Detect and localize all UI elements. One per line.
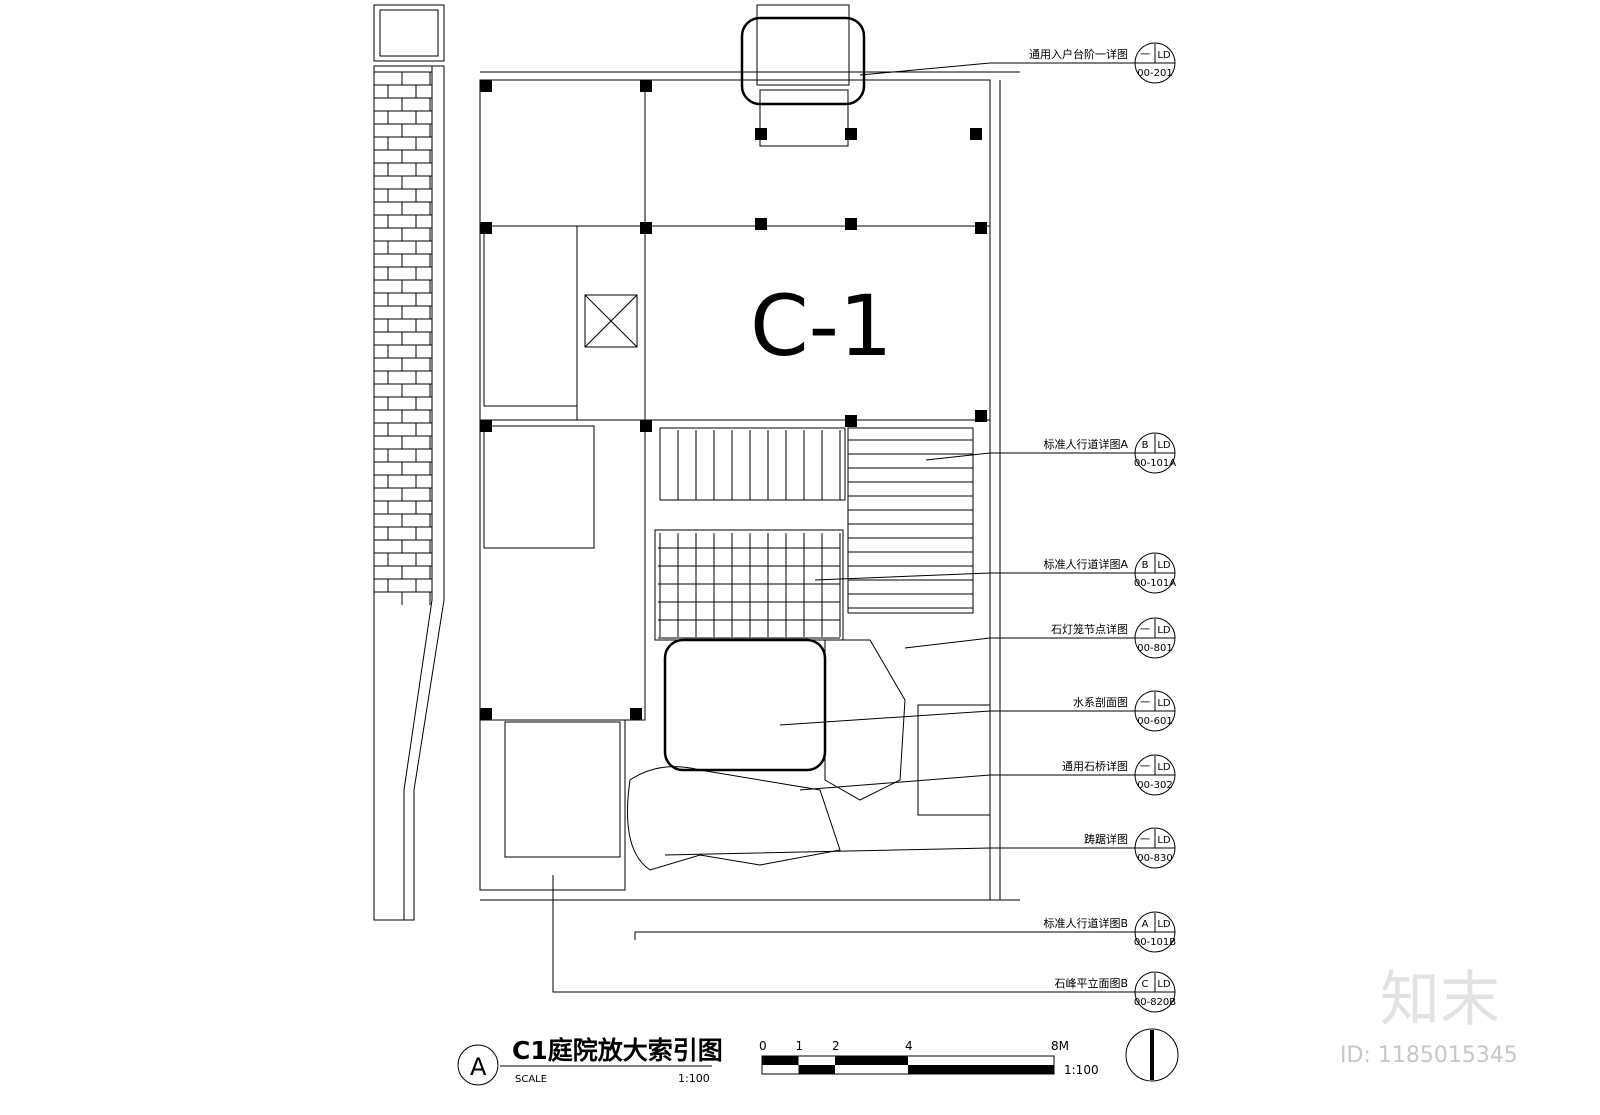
detail-callout: 通用入户台阶一详图 一 LD 00-201 xyxy=(859,42,1176,84)
callout-sheet: LD xyxy=(1157,440,1171,451)
callout-sheet: LD xyxy=(1157,560,1171,571)
callout-sheet: LD xyxy=(1157,50,1171,61)
callout-ref: 00-801 xyxy=(1137,643,1172,654)
scale-segment xyxy=(908,1065,1054,1074)
callout-index: 一 xyxy=(1140,50,1150,61)
scale-tick: 8M xyxy=(1051,1039,1069,1053)
callout-index: B xyxy=(1142,440,1149,451)
callout-ref: 00-101B xyxy=(1134,937,1176,948)
callout-sheet: LD xyxy=(1157,698,1171,709)
scale-bar: 0 1 2 4 8M 1:100 xyxy=(759,1039,1099,1077)
title-marker: A xyxy=(470,1053,487,1081)
scale-segment xyxy=(835,1056,908,1065)
watermark-brand: 知末 xyxy=(1380,965,1500,1035)
callout-sheet: LD xyxy=(1157,625,1171,636)
drawing-title: C1庭院放大索引图 xyxy=(512,1036,723,1065)
watermark-id: ID: 1185015345 xyxy=(1340,1043,1518,1068)
title-block: A C1庭院放大索引图 SCALE 1:100 xyxy=(457,1036,723,1086)
brick-wall xyxy=(373,4,445,921)
callout-index: A xyxy=(1142,919,1149,930)
callout-index: B xyxy=(1142,560,1149,571)
callout-index: 一 xyxy=(1140,625,1150,636)
scale-value: 1:100 xyxy=(678,1072,710,1085)
detail-callout: 标准人行道详图A B LD 00-101A xyxy=(925,432,1176,474)
callout-label: 标准人行道详图B xyxy=(1043,916,1128,930)
callout-index: 一 xyxy=(1140,698,1150,709)
callout-ref: 00-830 xyxy=(1137,853,1172,864)
building-outline xyxy=(479,4,1020,901)
scale-tick: 4 xyxy=(905,1039,913,1053)
detail-callout: 踌踞详图 一 LD 00-830 xyxy=(664,827,1176,869)
scale-segment xyxy=(762,1056,799,1065)
callout-label: 标准人行道详图A xyxy=(1043,437,1128,451)
scale-tick: 1 xyxy=(796,1039,804,1053)
scale-tick: 0 xyxy=(759,1039,767,1053)
watermark: 知末 ID: 1185015345 xyxy=(1340,965,1518,1068)
callout-sheet: LD xyxy=(1157,762,1171,773)
detail-callout: 标准人行道详图A B LD 00-101A xyxy=(814,552,1176,594)
callout-sheet: LD xyxy=(1157,919,1171,930)
detail-callout: 石灯笼节点详图 一 LD 00-801 xyxy=(904,617,1176,659)
callout-sheet: LD xyxy=(1157,979,1171,990)
callout-label: 水系剖面图 xyxy=(1073,695,1128,709)
callout-label: 通用入户台阶一详图 xyxy=(1029,47,1128,61)
detail-callout: 水系剖面图 一 LD 00-601 xyxy=(779,690,1176,732)
detail-callout: 通用石桥详图 一 LD 00-302 xyxy=(799,754,1176,796)
callout-label: 标准人行道详图A xyxy=(1043,557,1128,571)
callout-ref: 00-601 xyxy=(1137,716,1172,727)
courtyard xyxy=(627,427,991,871)
block-label: C-1 xyxy=(750,277,892,375)
callout-label: 石灯笼节点详图 xyxy=(1051,622,1128,636)
callout-sheet: LD xyxy=(1157,835,1171,846)
callout-ref: 00-302 xyxy=(1137,780,1172,791)
detail-callout: 标准人行道详图B A LD 00-101B xyxy=(634,911,1176,953)
callout-ref: 00-820B xyxy=(1134,997,1176,1008)
detail-callout: 石峰平立面图B C LD 00-820B xyxy=(552,875,1176,1013)
scale-segment xyxy=(798,1065,835,1074)
callout-index: 一 xyxy=(1140,835,1150,846)
callout-label: 石峰平立面图B xyxy=(1054,976,1128,990)
callout-label: 通用石桥详图 xyxy=(1062,759,1128,773)
callout-ref: 00-101A xyxy=(1134,578,1176,589)
callout-ref: 00-101A xyxy=(1134,458,1176,469)
callout-index: C xyxy=(1142,979,1149,990)
callout-label: 踌踞详图 xyxy=(1084,832,1128,846)
callout-index: 一 xyxy=(1140,762,1150,773)
callout-ref: 00-201 xyxy=(1137,68,1172,79)
scale-tick: 2 xyxy=(832,1039,840,1053)
north-arrow-icon xyxy=(1125,1028,1179,1082)
scale-caption: SCALE xyxy=(515,1074,547,1085)
scale-ratio: 1:100 xyxy=(1064,1063,1099,1077)
